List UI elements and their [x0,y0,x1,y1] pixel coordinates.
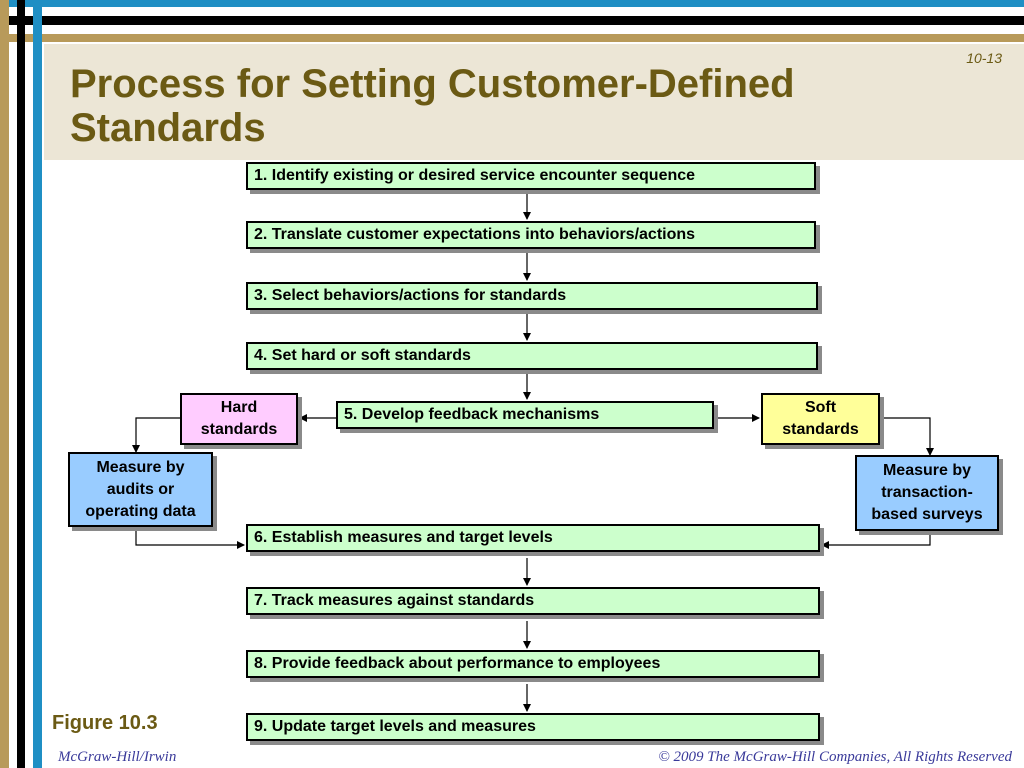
arrow-soft-measure [880,417,934,456]
step-5: 5. Develop feedback mechanisms [336,401,714,429]
step-8: 8. Provide feedback about performance to… [246,650,820,678]
step-3: 3. Select behaviors/actions for standard… [246,282,818,310]
arrow-audits-6 [135,527,245,549]
step-2: 2. Translate customer expectations into … [246,221,816,249]
left-frame-stripe [33,0,42,768]
title-band [44,44,1024,160]
step-1: 1. Identify existing or desired service … [246,162,816,190]
figure-label: Figure 10.3 [52,712,158,734]
hard-standards-box: Hard standards [180,393,298,445]
footer-publisher: McGraw-Hill/Irwin [58,749,177,765]
surveys-measure-label: Measure by transaction-based surveys [871,462,983,523]
hard-standards-label: Hard standards [200,399,278,438]
surveys-measure-box: Measure by transaction-based surveys [855,455,999,531]
footer-copyright: © 2009 The McGraw-Hill Companies, All Ri… [658,749,1012,765]
top-frame-line [0,16,1024,25]
audits-measure-box: Measure by audits or operating data [68,452,213,527]
step-9: 9. Update target levels and measures [246,713,820,741]
slide-number: 10-13 [966,50,1002,66]
left-frame-line [17,0,25,768]
step-7: 7. Track measures against standards [246,587,820,615]
step-4: 4. Set hard or soft standards [246,342,818,370]
top-frame-gold [0,34,1024,42]
top-frame-stripe [0,0,1024,7]
slide-title: Process for Setting Customer-Defined Sta… [70,62,795,150]
arrow-surveys-6 [821,531,931,549]
left-frame-gold [0,0,9,768]
step-6: 6. Establish measures and target levels [246,524,820,552]
soft-standards-box: Soft standards [761,393,880,445]
audits-measure-label: Measure by audits or operating data [85,458,196,520]
arrow-hard-measure [132,417,180,453]
soft-standards-label: Soft standards [782,399,859,438]
